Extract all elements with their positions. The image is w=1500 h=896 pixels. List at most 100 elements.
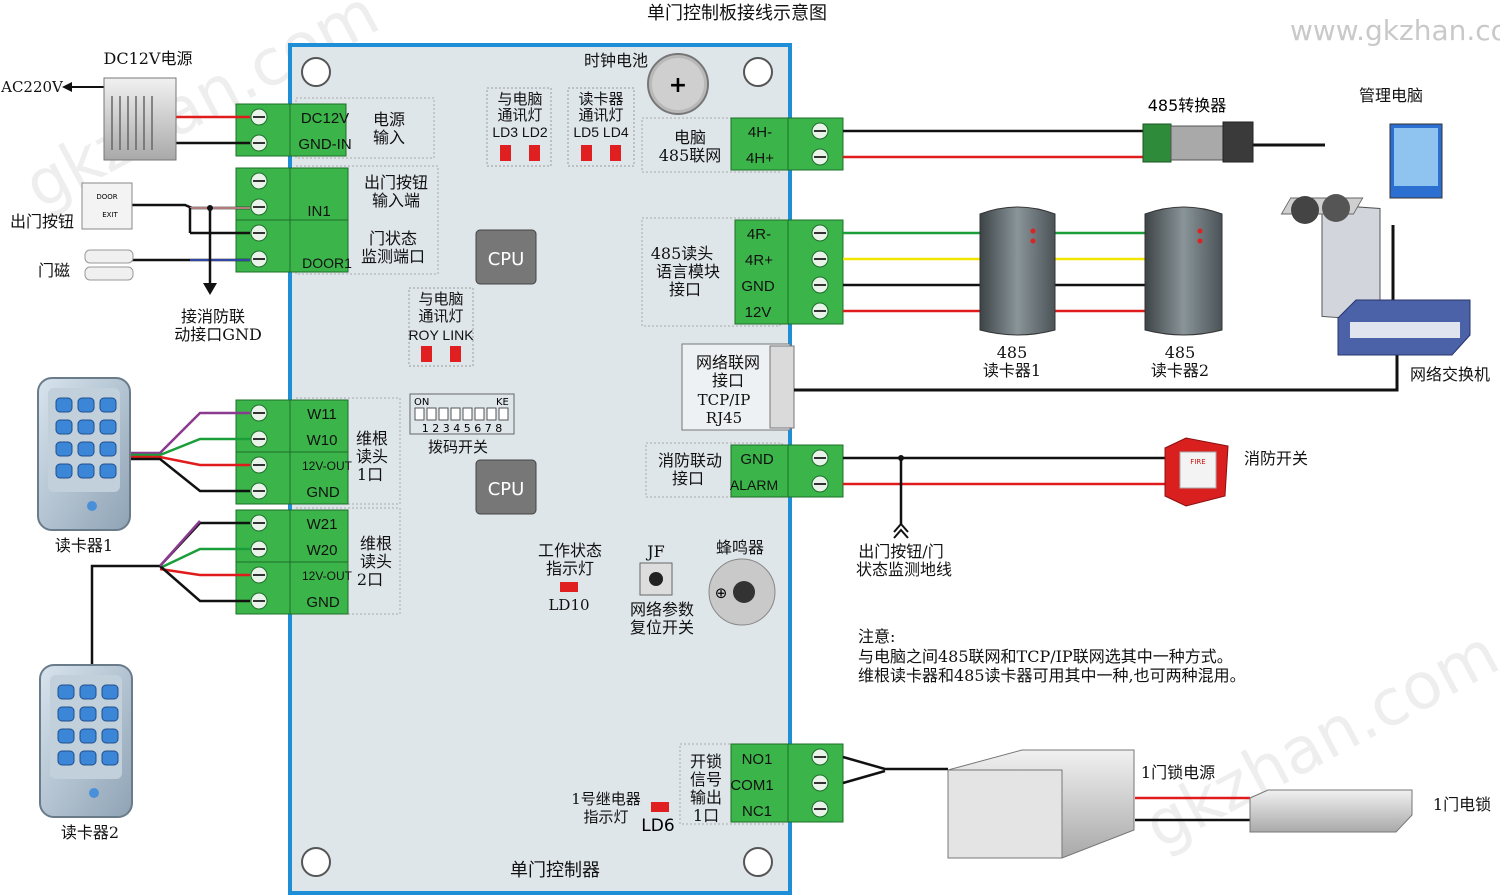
network-reset-switch: JF 网络参数 复位开关 — [630, 542, 694, 637]
psu-label: DC12V电源 — [104, 49, 193, 68]
reset-label-2: 复位开关 — [630, 618, 694, 637]
fire-label-1: 消防联动 — [658, 451, 722, 470]
cpu1-label: CPU — [488, 249, 525, 270]
reader1-label: 读卡器1 — [55, 536, 113, 555]
keypad-key-icon — [57, 684, 75, 700]
reset-button-icon — [649, 572, 663, 586]
keypad-key-icon — [99, 419, 117, 435]
terminal-fire: GND ALARM 消防联动 接口 — [645, 442, 844, 498]
cpu-chip-2: CPU — [475, 459, 537, 515]
keypad-key-icon — [77, 397, 95, 413]
lock-label-3: 输出 — [690, 788, 722, 807]
dip-ke: KE — [496, 397, 509, 408]
rj45-label-4: RJ45 — [706, 409, 742, 427]
led-pc-pins: LD3 LD2 — [492, 124, 547, 140]
ground-arrow-icon — [893, 522, 909, 533]
work-status-led: 工作状态 指示灯 LD10 — [538, 541, 602, 614]
led-group-pc: 与电脑 通讯灯 LD3 LD2 — [486, 87, 552, 167]
pin-in1: IN1 — [307, 203, 330, 220]
dip-key-icon — [438, 407, 449, 421]
keypad-key-icon — [55, 463, 73, 479]
door-sensor-label: 门磁 — [38, 261, 70, 280]
keypad-key-icon — [79, 750, 97, 766]
switch-label: 网络交换机 — [1410, 365, 1490, 384]
keypad-key-icon — [55, 397, 73, 413]
buzzer-plus-icon: ⊕ — [715, 584, 728, 602]
dip-switch: ON KE 1 2 3 4 5 6 7 8 拨码开关 — [409, 393, 515, 456]
led-roy — [421, 346, 432, 362]
keypad-key-icon — [101, 728, 119, 744]
relay-led-title-1: 1号继电器 — [571, 790, 641, 808]
pc485-label-1: 电脑 — [674, 128, 706, 147]
exit-label-2: 输入端 — [372, 191, 420, 210]
rs485-reader-2: 485 读卡器2 — [1144, 206, 1223, 380]
r485-1-label-1: 485 — [997, 343, 1028, 362]
terminal-pc485: 4H- 4H+ 电脑 485联网 — [641, 117, 844, 173]
wiegand1-label-1: 维根 — [356, 429, 388, 448]
cpu2-label: CPU — [488, 479, 525, 500]
pin-w11: W11 — [307, 406, 337, 423]
pin-w20: W20 — [307, 542, 338, 559]
work-led-title-1: 工作状态 — [538, 541, 602, 560]
exit-button-label: 出门按钮 — [10, 212, 74, 231]
led-link-title-2: 通讯灯 — [418, 307, 463, 325]
lock-label-2: 信号 — [690, 770, 722, 789]
pin-4r-plus: 4R+ — [745, 252, 773, 269]
junction-dot — [898, 455, 904, 461]
dip-key-icon — [486, 407, 497, 421]
cpu-chip-1: CPU — [475, 229, 537, 285]
ground-note-1: 出门按钮/门 — [858, 542, 943, 561]
keypad-key-icon — [77, 463, 95, 479]
keypad-key-icon — [101, 684, 119, 700]
clock-battery: 时钟电池 + — [584, 51, 709, 115]
dip-key-icon — [426, 407, 437, 421]
mount-hole-icon — [743, 847, 773, 877]
pc485-label-2: 485联网 — [659, 146, 722, 165]
led-ld6 — [651, 802, 669, 812]
lock-label-4: 1口 — [693, 806, 719, 825]
led-group-reader: 读卡器 通讯灯 LD5 LD4 — [567, 87, 635, 167]
jf-label: JF — [645, 542, 665, 561]
led-ld4 — [610, 145, 621, 161]
wiegand2-label-2: 读头 — [360, 552, 392, 571]
r485-2-label-2: 读卡器2 — [1151, 361, 1209, 380]
dip-key-icon — [462, 407, 473, 421]
board-name: 单门控制器 — [510, 860, 600, 881]
fire-label-2: 接口 — [672, 469, 704, 488]
keypad-key-icon — [99, 441, 117, 457]
ac-label: AC220V — [0, 78, 64, 96]
terminal-lock: NO1 COM1 NC1 开锁 信号 输出 1口 — [679, 743, 844, 825]
junction-dot — [207, 205, 213, 211]
terminal-exit-door: IN1 DOOR1 出门按钮 输入端 门状态 监测端口 — [235, 165, 439, 275]
network-switch: 网络交换机 — [1337, 299, 1490, 384]
led-pc-title-2: 通讯灯 — [497, 106, 542, 124]
converter-label: 485转换器 — [1148, 96, 1227, 115]
pin-gnd-485: GND — [741, 278, 775, 295]
exit-button-device: DOOR EXIT 出门按钮 — [10, 182, 133, 231]
pin-nc1: NC1 — [742, 803, 772, 820]
wiegand2-label-3: 2口 — [357, 570, 383, 589]
work-led-title-2: 指示灯 — [546, 559, 594, 578]
led-reader-title-1: 读卡器 — [578, 90, 623, 108]
led-link — [450, 346, 461, 362]
keypad-key-icon — [99, 463, 117, 479]
pc-label: 管理电脑 — [1359, 86, 1423, 105]
pin-gnd-fire: GND — [740, 451, 774, 468]
battery-label: 时钟电池 — [584, 51, 648, 70]
keypad-key-icon — [79, 728, 97, 744]
dip-label: 拨码开关 — [428, 438, 488, 456]
exit-plate-text-2: EXIT — [102, 211, 118, 219]
keypad-key-icon — [57, 750, 75, 766]
dip-key-icon — [450, 407, 461, 421]
keypad-key-icon — [101, 750, 119, 766]
keypad-key-icon — [79, 706, 97, 722]
lock-power-supply: 1门锁电源 — [947, 749, 1215, 859]
mount-hole-icon — [301, 57, 331, 87]
led-ld2 — [529, 145, 540, 161]
buzzer: 蜂鸣器 ⊕ — [708, 538, 776, 626]
keypad-key-icon — [101, 706, 119, 722]
keypad-key-icon — [99, 397, 117, 413]
wiegand1-label-3: 1口 — [357, 465, 383, 484]
keypad-key-icon — [55, 419, 73, 435]
lock-label-1: 开锁 — [690, 752, 722, 771]
